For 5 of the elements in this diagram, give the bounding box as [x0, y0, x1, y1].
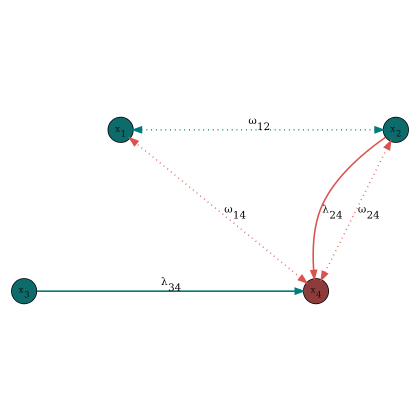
arrow	[128, 136, 308, 284]
arrow	[310, 136, 386, 280]
arrow	[131, 125, 386, 134]
arrow	[320, 138, 392, 282]
arrow	[37, 286, 306, 295]
